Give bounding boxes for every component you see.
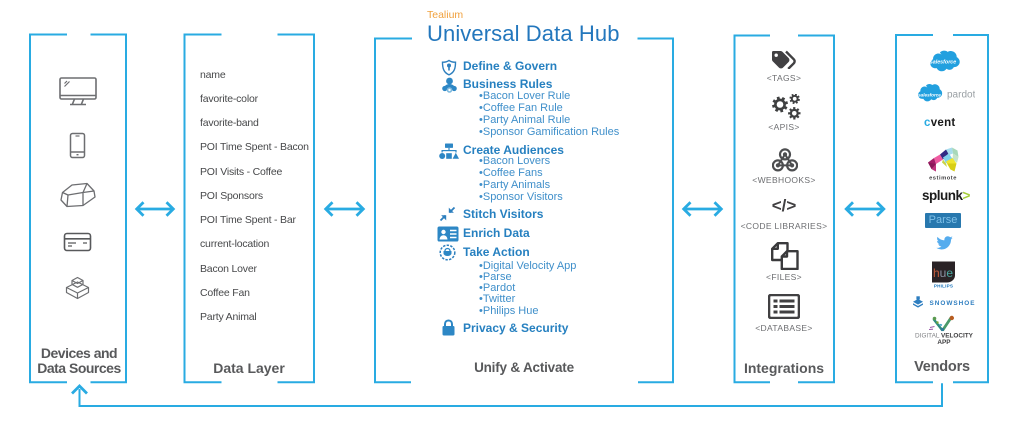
- svg-text:PHILIPS: PHILIPS: [934, 284, 953, 289]
- svg-text:salesforce: salesforce: [930, 60, 957, 66]
- svg-text:hue: hue: [933, 266, 953, 280]
- svg-text:pardot: pardot: [947, 90, 975, 101]
- svg-text:estimote: estimote: [929, 176, 957, 182]
- svg-text:APP: APP: [937, 339, 951, 345]
- svg-text:salesforce: salesforce: [918, 93, 941, 98]
- svg-text:SNOWSHOE: SNOWSHOE: [930, 300, 976, 307]
- svg-text:DIGITAL VELOCITY: DIGITAL VELOCITY: [915, 333, 974, 340]
